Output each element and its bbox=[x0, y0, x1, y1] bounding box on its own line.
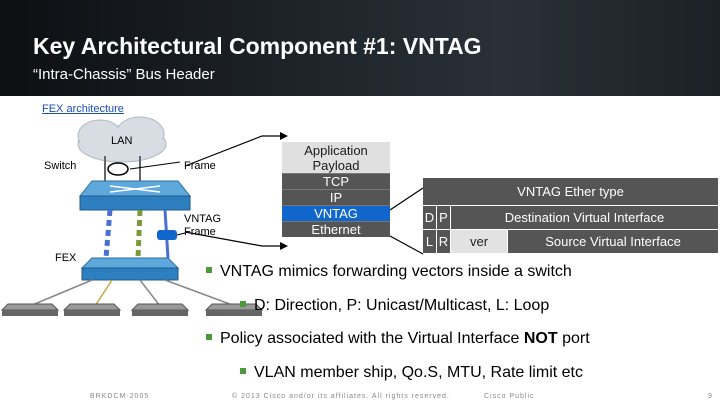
title-banner bbox=[0, 0, 720, 96]
bullet-text-after: port bbox=[557, 330, 590, 347]
vntag-header-format: VNTAG Ether type D P Destination Virtual… bbox=[423, 178, 718, 256]
protocol-stack: Application Payload TCP IP VNTAG Etherne… bbox=[282, 142, 390, 237]
vntag-frame-marker-icon bbox=[157, 230, 177, 240]
switch-label: Switch bbox=[44, 160, 77, 172]
fex-icon bbox=[80, 257, 180, 281]
vntag-ether-type: VNTAG Ether type bbox=[423, 178, 718, 205]
slide-title: Key Architectural Component #1: VNTAG bbox=[33, 33, 482, 59]
bullet-dpl-bits: D: Direction, P: Unicast/Multicast, L: L… bbox=[240, 297, 549, 315]
stack-application-line2: Payload bbox=[312, 158, 360, 173]
vntag-ver: ver bbox=[451, 230, 507, 253]
stack-application-payload: Application Payload bbox=[282, 142, 390, 173]
footer-classification: Cisco Public bbox=[484, 393, 535, 400]
lan-label: LAN bbox=[111, 135, 133, 147]
vntag-frame-label-line1: VNTAG bbox=[184, 213, 222, 225]
footer-page-number: 9 bbox=[708, 393, 712, 400]
vntag-destination-vif: Destination Virtual Interface bbox=[451, 206, 718, 229]
server-icon bbox=[0, 303, 60, 316]
footer-copyright: © 2013 Cisco and/or its affiliates. All … bbox=[232, 393, 450, 400]
bullet-square-icon bbox=[206, 267, 212, 273]
switch-icon bbox=[78, 180, 192, 211]
bullet-vntag-mimics: VNTAG mimics forwarding vectors inside a… bbox=[206, 263, 572, 281]
bullet-text: VLAN member ship, Qo.S, MTU, Rate limit … bbox=[254, 364, 583, 381]
server-icon bbox=[62, 303, 122, 316]
bullet-square-icon bbox=[240, 368, 246, 374]
vntag-d-bit: D bbox=[423, 206, 436, 229]
bullet-text: VNTAG mimics forwarding vectors inside a… bbox=[220, 263, 572, 280]
vntag-r-bit: R bbox=[437, 230, 450, 253]
lan-cloud-icon bbox=[77, 116, 167, 163]
footer-session-id: BRKDCM-2005 bbox=[90, 393, 150, 400]
vntag-p-bit: P bbox=[437, 206, 450, 229]
stack-ip: IP bbox=[282, 189, 390, 205]
fex-architecture-link[interactable]: FEX architecture bbox=[42, 103, 124, 115]
server-icon bbox=[130, 303, 190, 316]
vntag-frame-label: VNTAG Frame bbox=[184, 213, 221, 239]
network-diagram bbox=[0, 116, 424, 316]
slide-subtitle: “Intra-Chassis” Bus Header bbox=[33, 66, 215, 83]
stack-application-line1: Application bbox=[304, 143, 368, 158]
bullet-text-bold: NOT bbox=[523, 330, 558, 347]
stack-tcp: TCP bbox=[282, 173, 390, 189]
vntag-source-vif: Source Virtual Interface bbox=[508, 230, 718, 253]
vntag-frame-label-line2: Frame bbox=[184, 226, 216, 238]
frame-label: Frame bbox=[184, 160, 216, 172]
vntag-l-bit: L bbox=[423, 230, 436, 253]
bullet-vlan-membership: VLAN member ship, Qo.S, MTU, Rate limit … bbox=[240, 364, 583, 382]
fex-label: FEX bbox=[55, 252, 77, 264]
frame-marker-icon bbox=[107, 162, 129, 176]
bullet-text-before: Policy associated with the Virtual Inter… bbox=[220, 330, 524, 347]
stack-vntag: VNTAG bbox=[282, 205, 390, 221]
bullet-text: D: Direction, P: Unicast/Multicast, L: L… bbox=[254, 297, 550, 314]
bullet-square-icon bbox=[206, 334, 212, 340]
bullet-policy: Policy associated with the Virtual Inter… bbox=[206, 330, 590, 348]
bullet-square-icon bbox=[240, 301, 246, 307]
stack-ethernet: Ethernet bbox=[282, 221, 390, 237]
